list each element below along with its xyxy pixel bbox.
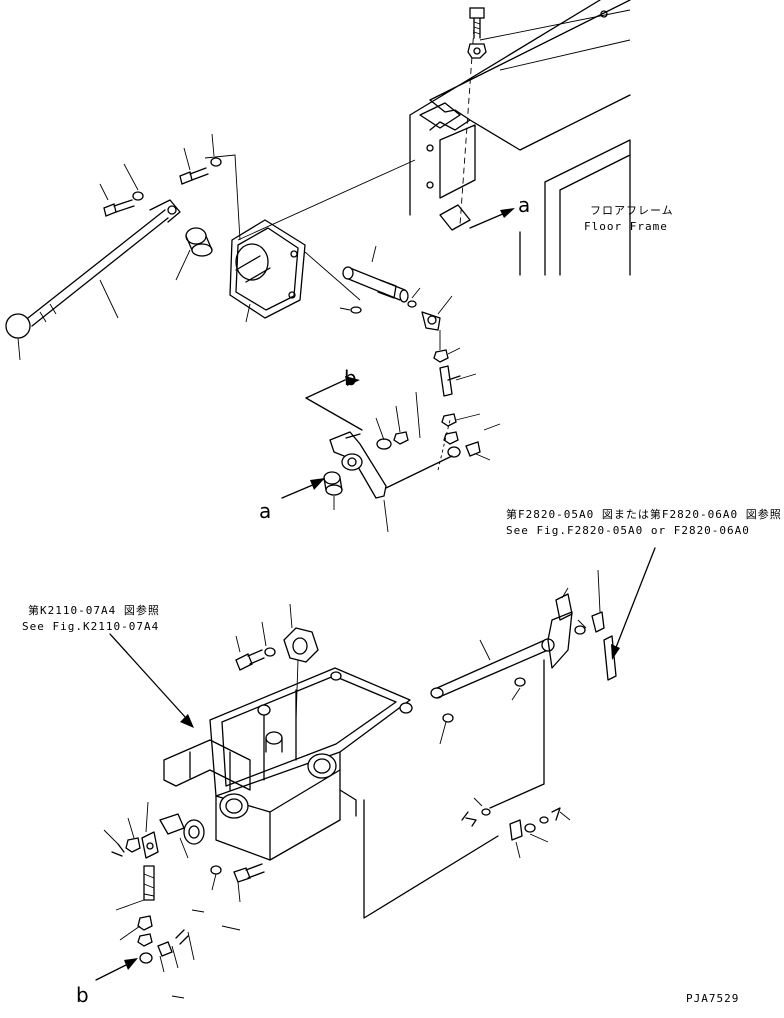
lever-rod-upper	[5, 199, 181, 361]
k2110-leader	[109, 633, 194, 728]
ref-f2820-jp: 第F2820-05A0 図または第F2820-06A0 図参照	[506, 508, 782, 521]
floor-frame-label-en: Floor Frame	[584, 220, 668, 233]
bolts-upper-left	[99, 133, 241, 241]
housing-lower	[163, 667, 413, 861]
floor-frame	[409, 0, 631, 276]
floor-frame-label-jp: フロアフレーム	[590, 204, 674, 217]
bushing-upper	[175, 227, 213, 281]
ball-joint-upper	[407, 287, 501, 461]
shaft-pin	[339, 245, 409, 314]
drawing-code: PJA7529	[686, 992, 740, 1005]
cam-plate	[235, 603, 319, 721]
ref-label-b-mid: b	[344, 366, 357, 390]
ref-arrow-a-top	[469, 208, 515, 229]
lower-left-parts	[103, 801, 265, 999]
ref-arrow-b-bottom	[95, 958, 138, 981]
ref-label-a-mid: a	[259, 499, 272, 523]
ref-k2110-jp: 第K2110-07A4 図参照	[28, 604, 160, 617]
ref-label-a-top: a	[518, 193, 531, 217]
lower-rod-assembly	[363, 569, 617, 919]
f2820-leader	[611, 547, 656, 660]
middle-linkage	[281, 376, 453, 533]
ref-label-b-bottom: b	[76, 983, 89, 1007]
ref-k2110-en: See Fig.K2110-07A4	[22, 620, 160, 633]
ref-f2820-en: See Fig.F2820-05A0 or F2820-06A0	[506, 524, 750, 537]
housing-upper	[229, 159, 416, 323]
mount-link-lines	[437, 419, 451, 471]
top-bolt	[467, 7, 487, 59]
